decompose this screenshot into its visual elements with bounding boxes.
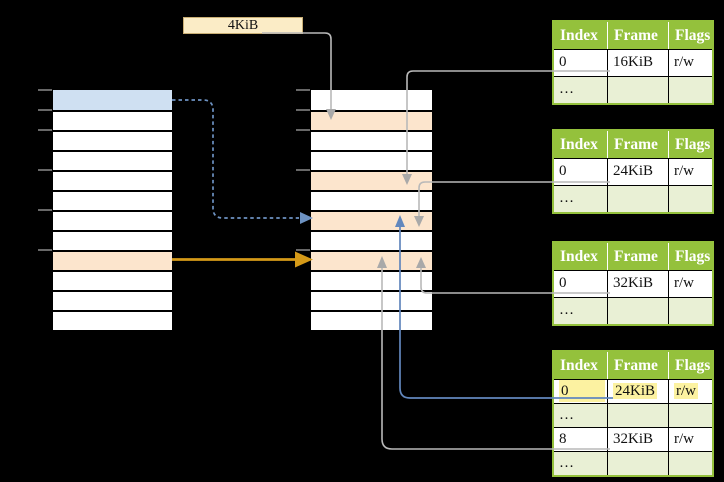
pt-cell-frame: 32KiB	[608, 427, 669, 451]
frame-row	[311, 130, 432, 150]
pt-cell-frame: 24KiB	[608, 379, 669, 403]
pt-cell-flags	[669, 76, 712, 103]
pt-header-index: Index	[554, 131, 608, 158]
frame-row	[311, 230, 432, 250]
pt-row: 0 32KiB r/w	[554, 270, 712, 297]
pt-row: …	[554, 403, 712, 427]
pt-row-highlighted: 0 24KiB r/w	[554, 379, 712, 403]
pt-cell-index: 8	[554, 427, 608, 451]
frame-row	[311, 110, 432, 130]
memory-row	[53, 290, 172, 310]
pt-header-index: Index	[554, 22, 608, 49]
pt-cell-frame	[608, 451, 669, 475]
frame-row	[311, 290, 432, 310]
pt-cell-flags: r/w	[669, 49, 712, 76]
pt-row: 0 24KiB r/w	[554, 158, 712, 185]
pt-cell-frame: 24KiB	[608, 158, 669, 185]
memory-row	[53, 190, 172, 210]
pt-header-flags: Flags	[669, 22, 712, 49]
pt-header-frame: Frame	[608, 131, 669, 158]
pt-header-frame: Frame	[608, 352, 669, 379]
frame-row	[311, 90, 432, 110]
address-ticks-physical	[296, 89, 310, 251]
pt-header-flags: Flags	[669, 352, 712, 379]
translation-dashed-line	[172, 99, 299, 219]
page-size-label: 4KiB	[183, 17, 303, 34]
frame-row	[311, 310, 432, 330]
memory-row	[53, 150, 172, 170]
pt-cell-index: …	[554, 76, 608, 103]
page-table-32kib: Index Frame Flags 0 32KiB r/w …	[552, 241, 714, 326]
frame-row	[311, 170, 432, 190]
pt-cell-index: 0	[554, 49, 608, 76]
pt-cell-flags	[669, 451, 712, 475]
highlight-mark: r/w	[674, 383, 698, 399]
memory-row	[53, 250, 172, 270]
frame-row	[311, 190, 432, 210]
frame-row	[311, 150, 432, 170]
pt-cell-index: …	[554, 185, 608, 212]
memory-row	[53, 170, 172, 190]
pt-cell-flags: r/w	[669, 379, 712, 403]
pt-cell-frame	[608, 403, 669, 427]
pt-header-index: Index	[554, 352, 608, 379]
pt-cell-index: 0	[554, 379, 608, 403]
highlight-mark: 24KiB	[613, 383, 658, 399]
page-table-24kib: Index Frame Flags 0 24KiB r/w …	[552, 129, 714, 214]
pt-row: …	[554, 297, 712, 324]
physical-memory-column	[311, 90, 432, 330]
pt-cell-frame	[608, 76, 669, 103]
memory-row	[53, 110, 172, 130]
page-table-level2: Index Frame Flags 0 24KiB r/w … 8 32KiB …	[552, 350, 714, 477]
frame-row	[311, 270, 432, 290]
pt-row: …	[554, 76, 712, 103]
pt-cell-frame: 32KiB	[608, 270, 669, 297]
pt-cell-flags: r/w	[669, 158, 712, 185]
frame-row	[311, 210, 432, 230]
pt-header-frame: Frame	[608, 22, 669, 49]
frame-row	[311, 250, 432, 270]
pt-cell-flags	[669, 297, 712, 324]
pt-cell-index: …	[554, 403, 608, 427]
pt-row: …	[554, 451, 712, 475]
highlight-mark: 0	[559, 380, 605, 402]
pt-row: …	[554, 185, 712, 212]
pt-cell-index: 0	[554, 158, 608, 185]
pt-cell-frame	[608, 185, 669, 212]
pt-cell-flags: r/w	[669, 427, 712, 451]
virtual-memory-column	[53, 90, 172, 330]
pt-cell-index: …	[554, 297, 608, 324]
pt-header-frame: Frame	[608, 243, 669, 270]
address-ticks-virtual	[38, 89, 52, 251]
pt-cell-flags	[669, 403, 712, 427]
pt-cell-index: 0	[554, 270, 608, 297]
page-table-16kib: Index Frame Flags 0 16KiB r/w …	[552, 20, 714, 105]
pt-cell-frame	[608, 297, 669, 324]
pt-header-flags: Flags	[669, 243, 712, 270]
memory-row	[53, 130, 172, 150]
pt-cell-frame: 16KiB	[608, 49, 669, 76]
memory-row	[53, 270, 172, 290]
pt-cell-flags: r/w	[669, 270, 712, 297]
memory-row	[53, 90, 172, 110]
pt-header-flags: Flags	[669, 131, 712, 158]
pt-header-index: Index	[554, 243, 608, 270]
pt-row: 0 16KiB r/w	[554, 49, 712, 76]
pt-cell-flags	[669, 185, 712, 212]
memory-row	[53, 210, 172, 230]
pt-row: 8 32KiB r/w	[554, 427, 712, 451]
pt-cell-index: …	[554, 451, 608, 475]
memory-row	[53, 230, 172, 250]
memory-row	[53, 310, 172, 330]
